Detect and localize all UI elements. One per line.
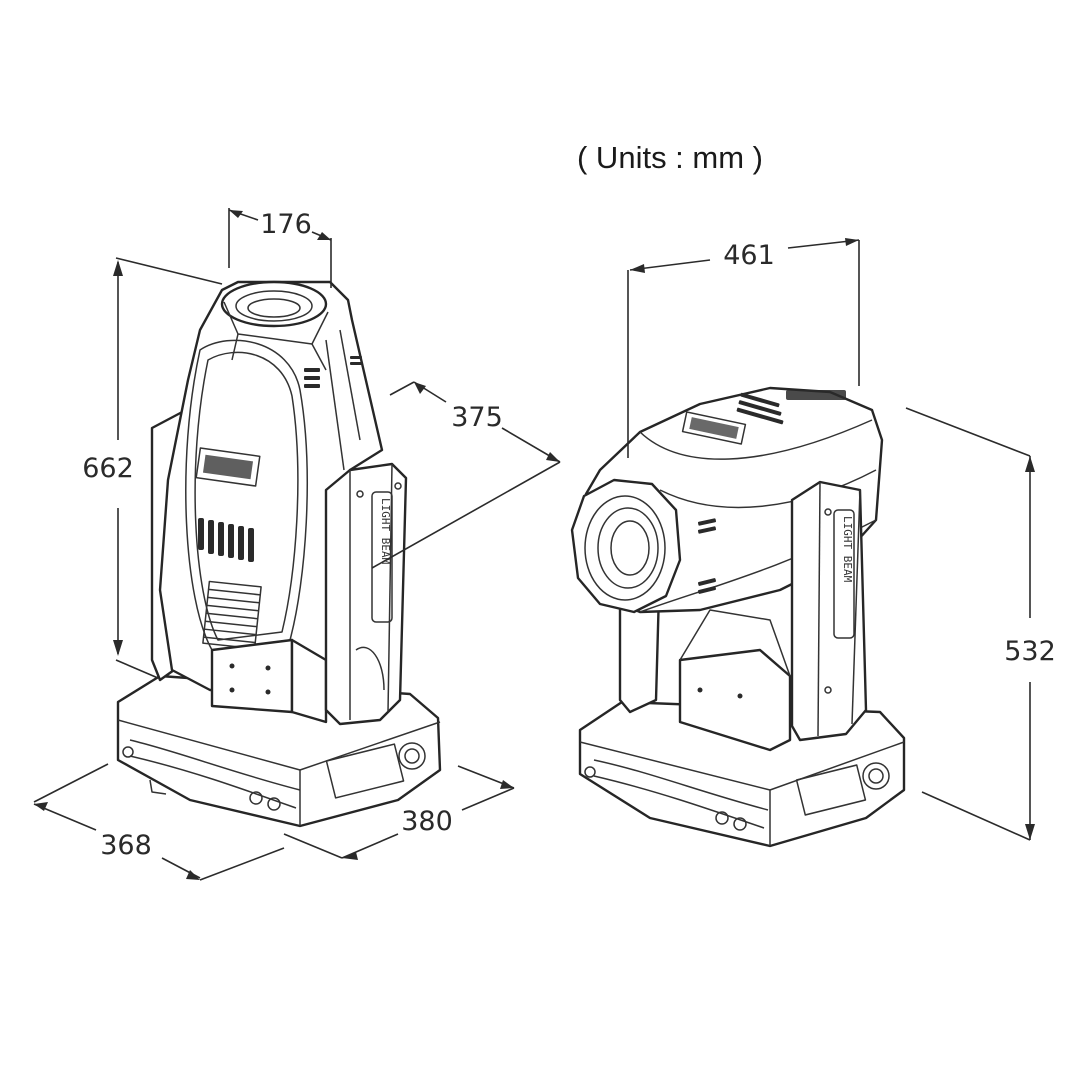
units-label: ( Units : mm ) — [577, 140, 763, 175]
dim-176: 176 — [260, 209, 312, 240]
svg-text:LIGHT BEAM: LIGHT BEAM — [841, 516, 854, 583]
dim-368: 368 — [100, 830, 152, 861]
svg-text:LIGHT BEAM: LIGHT BEAM — [379, 498, 392, 565]
right-fixture: LIGHT BEAM — [570, 386, 906, 848]
dim-461: 461 — [723, 240, 775, 271]
dimension-arrows — [34, 210, 1035, 880]
dim-532: 532 — [1004, 636, 1056, 667]
dim-375: 375 — [451, 402, 503, 433]
dim-662: 662 — [82, 453, 134, 484]
dim-380: 380 — [401, 806, 453, 837]
left-fixture: LIGHT BEAM — [116, 280, 442, 828]
